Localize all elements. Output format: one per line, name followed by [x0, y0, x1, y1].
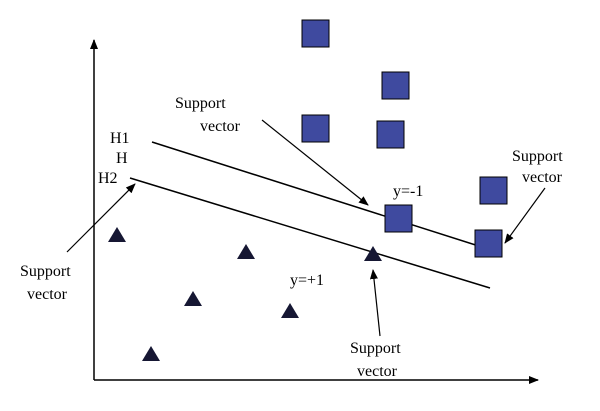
hyperplane-h2 — [129, 177, 491, 289]
arrow-right-support — [504, 187, 546, 244]
annotation-top-line1: Support — [175, 95, 226, 112]
annotation-bottom-line2: vector — [357, 363, 398, 380]
annotation-left-line2: vector — [27, 286, 68, 303]
square-point — [479, 176, 508, 205]
annotation-right-line2: vector — [522, 169, 563, 186]
support-vector-triangle — [364, 246, 382, 261]
annotation-right-line1: Support — [512, 148, 563, 165]
square-point — [301, 114, 330, 143]
square-point — [381, 71, 410, 100]
label-h1: H1 — [110, 130, 130, 147]
square-points — [301, 19, 508, 258]
label-class-positive: y=+1 — [290, 272, 324, 289]
annotation-left-line1: Support — [20, 263, 71, 280]
annotation-bottom-line1: Support — [350, 340, 401, 357]
square-point — [376, 120, 405, 149]
label-h2: H2 — [98, 170, 118, 187]
triangle-point — [108, 227, 126, 242]
hyperplane-h1 — [151, 141, 486, 249]
annotation-top-line2: vector — [200, 118, 241, 135]
label-h: H — [116, 150, 128, 167]
support-vector-square — [384, 204, 413, 233]
triangle-point — [237, 244, 255, 259]
support-vector-square — [474, 229, 503, 258]
triangle-point — [184, 291, 202, 306]
label-class-negative: y=-1 — [393, 183, 423, 200]
triangle-points — [108, 227, 382, 361]
arrow-left-support — [66, 183, 136, 253]
arrow-top-support — [261, 119, 369, 206]
triangle-point — [281, 303, 299, 318]
square-point — [301, 19, 330, 48]
arrow-bottom-support — [369, 269, 381, 337]
triangle-point — [142, 346, 160, 361]
